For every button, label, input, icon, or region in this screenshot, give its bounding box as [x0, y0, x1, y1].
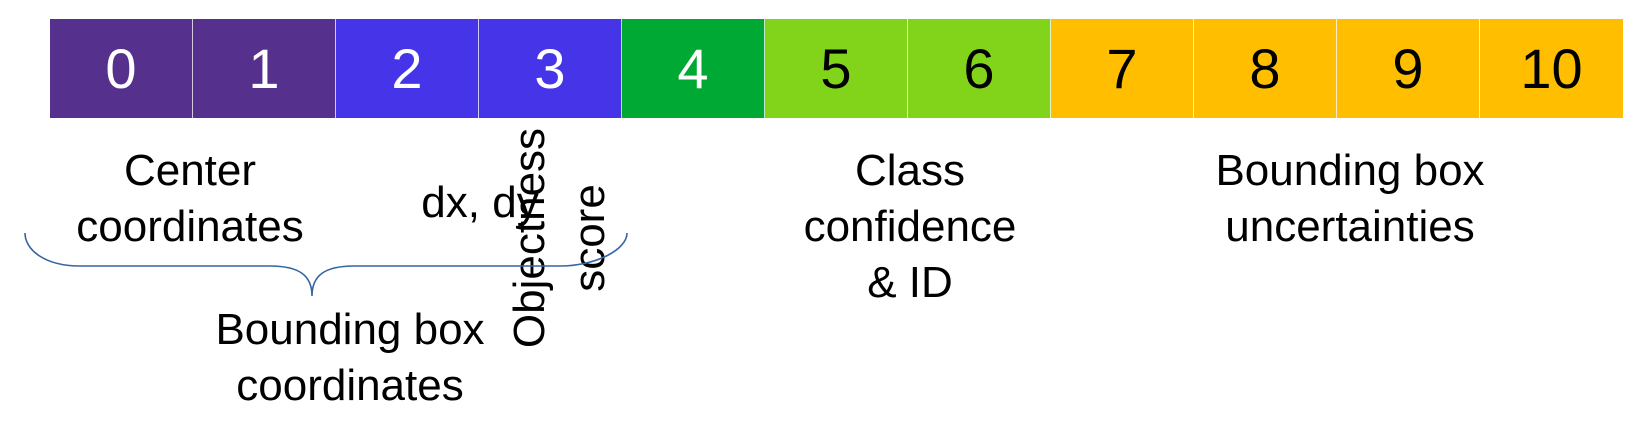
center-coordinates-label: Center coordinates: [76, 146, 304, 251]
index-cell-7: 7: [1051, 19, 1194, 118]
index-cell-1: 1: [193, 19, 336, 118]
class-confidence-label: Class confidence & ID: [803, 146, 1017, 307]
index-cell-4: 4: [622, 19, 765, 118]
index-cell-9: 9: [1337, 19, 1480, 118]
index-cell-2: 2: [336, 19, 479, 118]
index-cell-5: 5: [765, 19, 908, 118]
index-cell-10: 10: [1480, 19, 1623, 118]
index-cell-0: 0: [50, 19, 193, 118]
index-cell-6: 6: [908, 19, 1051, 118]
bounding-box-uncertainties-label: Bounding box uncertainties: [1215, 146, 1485, 251]
bounding-box-coordinates-label: Bounding box coordinates: [215, 305, 485, 410]
index-cell-8: 8: [1194, 19, 1337, 118]
index-cell-3: 3: [479, 19, 622, 118]
dx-dy-label: dx, dy: [421, 178, 539, 227]
bounding-box-brace: [24, 232, 628, 297]
